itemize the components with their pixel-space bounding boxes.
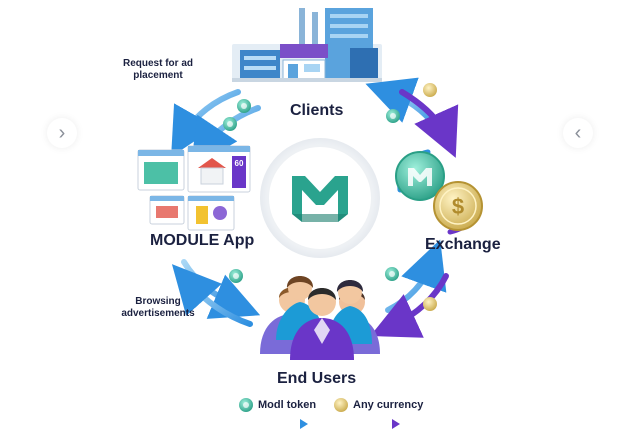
legend-token-label: Modl token bbox=[258, 399, 317, 411]
legend-currency-arrow bbox=[334, 419, 400, 429]
legend-coin-icon bbox=[334, 398, 348, 412]
token-marker-1 bbox=[237, 99, 251, 113]
center-logo bbox=[260, 138, 380, 258]
request-note-line-1: Request for ad bbox=[122, 58, 193, 69]
svg-text:$: $ bbox=[452, 194, 464, 219]
ad-number-label: 60 bbox=[235, 159, 244, 168]
token-marker-2 bbox=[223, 117, 237, 131]
coin-marker-2 bbox=[423, 297, 437, 311]
browsing-note-line-1: Browsing bbox=[135, 296, 181, 307]
end-users-label: End Users bbox=[277, 370, 357, 387]
arrow-browsing bbox=[171, 259, 261, 327]
request-placement-note: Request for ad placement bbox=[108, 58, 208, 82]
browsing-advertisements-note: Browsing advertisements bbox=[108, 296, 208, 320]
carousel-next-icon[interactable]: › bbox=[47, 118, 77, 148]
arrow-clients-exchange bbox=[365, 77, 459, 158]
module-app-label: MODULE App bbox=[150, 232, 255, 249]
carousel-prev-icon[interactable]: ‹ bbox=[563, 118, 593, 148]
end-users-group-icon bbox=[260, 276, 380, 360]
clients-label: Clients bbox=[290, 102, 344, 119]
coin-marker-1 bbox=[423, 83, 437, 97]
legend-currency-label: Any currency bbox=[353, 399, 424, 411]
module-app-screens-icon: 60 bbox=[137, 145, 251, 231]
browsing-note-line-2: advertisements bbox=[121, 308, 195, 319]
request-note-line-2: placement bbox=[133, 70, 183, 81]
exchange-coins-icon: $ bbox=[395, 149, 483, 235]
exchange-label: Exchange bbox=[425, 236, 501, 253]
clients-building-icon bbox=[232, 8, 382, 82]
legend-token-arrow bbox=[230, 419, 308, 429]
token-marker-3 bbox=[386, 109, 400, 123]
legend-token-icon bbox=[239, 398, 253, 412]
module-logo-icon bbox=[292, 176, 348, 222]
token-marker-4 bbox=[229, 269, 243, 283]
token-marker-5 bbox=[385, 267, 399, 281]
